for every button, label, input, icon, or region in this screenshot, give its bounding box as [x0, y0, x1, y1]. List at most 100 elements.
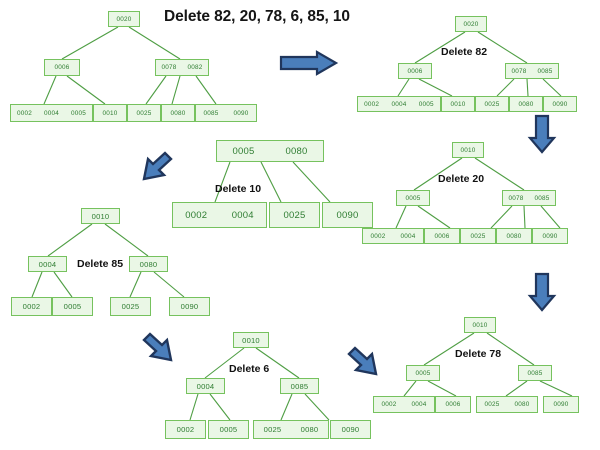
node-key: 0085: [290, 381, 309, 391]
leaf-key: 0090: [336, 209, 359, 221]
leaf-key: 0005: [219, 425, 238, 434]
arrow-delete-78-to-delete-6: [347, 346, 378, 376]
leaf-key: 0090: [553, 401, 569, 408]
leaf-node: 0090: [330, 420, 371, 439]
leaf-node: 0005: [208, 420, 249, 439]
leaf-node: 0090: [543, 96, 577, 112]
leaf-node: 0025: [475, 96, 509, 112]
leafrow-delete-10: 0002 0004 0025 0090: [172, 202, 373, 228]
node-internal-right-delete-20: 0078 0085: [502, 190, 556, 206]
node-internal-left-delete-78: 0005: [406, 365, 440, 381]
leafrow-delete-20: 0002 0004 0006 0025 0080 0090: [362, 228, 568, 244]
leaf-key: 0006: [445, 401, 461, 408]
leaf-key: 0010: [450, 100, 466, 108]
node-internal-left-delete-20: 0005: [396, 190, 430, 206]
node-internal-left-delete-85: 0004: [28, 256, 67, 272]
node-root-delete-78: 0010: [464, 317, 496, 333]
leaf-key: 0002: [381, 401, 397, 408]
node-root-delete-10: 0005 0080: [216, 140, 324, 162]
leafrow-delete-6: 0002 0005 0025 0080 0090: [165, 420, 371, 439]
leaf-key: 0004: [400, 232, 416, 240]
node-root-delete-20: 0010: [452, 142, 484, 158]
arrow-delete-82-to-delete-20: [527, 114, 557, 154]
arrow-delete-6-to-delete-85: [142, 332, 173, 362]
leaf-key: 0080: [506, 232, 522, 240]
leaf-key: 0002: [364, 100, 380, 108]
leaf-node: 0002 0004 0005: [10, 104, 93, 122]
leaf-key: 0090: [542, 232, 558, 240]
leaf-node: 0002: [11, 297, 52, 316]
leaf-key: 0080: [518, 100, 534, 108]
arrow-delete-85-to-delete-10: [142, 151, 173, 181]
node-key: 0085: [527, 369, 543, 377]
leaf-key: 0025: [484, 100, 500, 108]
leaf-node: 0090: [532, 228, 568, 244]
leaf-key: 0005: [63, 302, 82, 311]
node-key: 0006: [54, 64, 70, 71]
leafrow-delete-82: 0002 0004 0005 0010 0025 0080 0090: [357, 96, 577, 112]
node-internal-left-delete-6: 0004: [186, 378, 225, 394]
leaf-key: 0006: [434, 232, 450, 240]
leaf-key: 0002: [370, 232, 386, 240]
leaf-node: 0010: [441, 96, 475, 112]
node-key: 0010: [91, 211, 110, 221]
leaf-node: 0002 0004 0005: [357, 96, 441, 112]
leaf-node: 0002 0004: [172, 202, 267, 228]
node-internal-right-initial: 0078 0082: [155, 59, 209, 76]
leaf-node: 0002: [165, 420, 206, 439]
leaf-key: 0090: [552, 100, 568, 108]
node-root-delete-6: 0010: [233, 332, 269, 348]
page-title: Delete 82, 20, 78, 6, 85, 10: [164, 8, 350, 25]
leaf-key: 0002: [16, 109, 33, 117]
node-key: 0085: [534, 194, 550, 202]
leaf-key: 0090: [233, 109, 249, 117]
node-root-delete-82: 0020: [455, 16, 487, 32]
node-internal-left-initial: 0006: [44, 59, 80, 76]
node-key: 0082: [187, 64, 203, 71]
leaf-key: 0004: [43, 109, 60, 117]
leaf-node: 0006: [424, 228, 460, 244]
node-internal-right-delete-78: 0085: [518, 365, 552, 381]
leaf-key: 0010: [102, 109, 118, 117]
node-key: 0085: [537, 67, 553, 75]
leaf-node: 0002 0004: [362, 228, 424, 244]
leaf-node: 0005: [52, 297, 93, 316]
node-root-delete-85: 0010: [81, 208, 120, 224]
leaf-node: 0090: [169, 297, 210, 316]
leaf-key: 0080: [300, 425, 319, 434]
node-key: 0005: [232, 145, 255, 157]
leafrow-initial: 0002 0004 0005 0010 0025 0080 0085 0090: [10, 104, 257, 122]
leaf-key: 0002: [22, 302, 41, 311]
node-key: 0005: [405, 194, 421, 202]
leaf-key: 0004: [391, 100, 407, 108]
leaf-node: 0090: [543, 396, 579, 413]
node-key: 0010: [242, 335, 260, 345]
leaf-key: 0080: [170, 109, 186, 117]
leaf-node: 0080: [509, 96, 543, 112]
leaf-key: 0002: [185, 209, 208, 221]
node-key: 0004: [196, 381, 215, 391]
leafrow-delete-85: 0002 0005 0025 0090: [11, 297, 210, 316]
caption-delete-78: Delete 78: [455, 348, 502, 360]
leaf-key: 0002: [176, 425, 195, 434]
node-key: 0010: [460, 146, 476, 154]
leaf-node: 0090: [322, 202, 373, 228]
leaf-key: 0025: [263, 425, 282, 434]
node-key: 0078: [508, 194, 524, 202]
node-internal-left-delete-82: 0006: [398, 63, 432, 79]
node-key: 0078: [511, 67, 527, 75]
arrow-initial-to-delete-82: [279, 50, 339, 76]
leaf-node: 0025: [269, 202, 320, 228]
leaf-node: 0010: [93, 104, 127, 122]
node-key: 0006: [407, 67, 423, 75]
node-key: 0010: [472, 321, 488, 329]
node-key: 0020: [116, 15, 132, 23]
node-key: 0080: [139, 259, 158, 269]
node-key: 0005: [415, 369, 431, 377]
leaf-key: 0090: [341, 425, 360, 434]
node-key: 0080: [285, 145, 308, 157]
leaf-key: 0025: [136, 109, 152, 117]
leaf-node: 0002 0004: [373, 396, 435, 413]
leaf-node: 0006: [435, 396, 471, 413]
